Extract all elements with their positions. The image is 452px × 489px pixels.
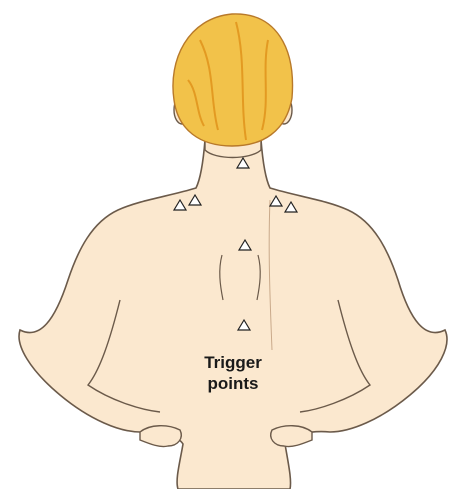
torso — [19, 140, 447, 489]
left-hand — [140, 426, 181, 447]
caption-line-1: Trigger — [178, 352, 288, 373]
caption-line-2: points — [178, 373, 288, 394]
right-hand — [271, 426, 312, 447]
hair — [173, 14, 293, 146]
caption-trigger-points: Trigger points — [178, 352, 288, 394]
